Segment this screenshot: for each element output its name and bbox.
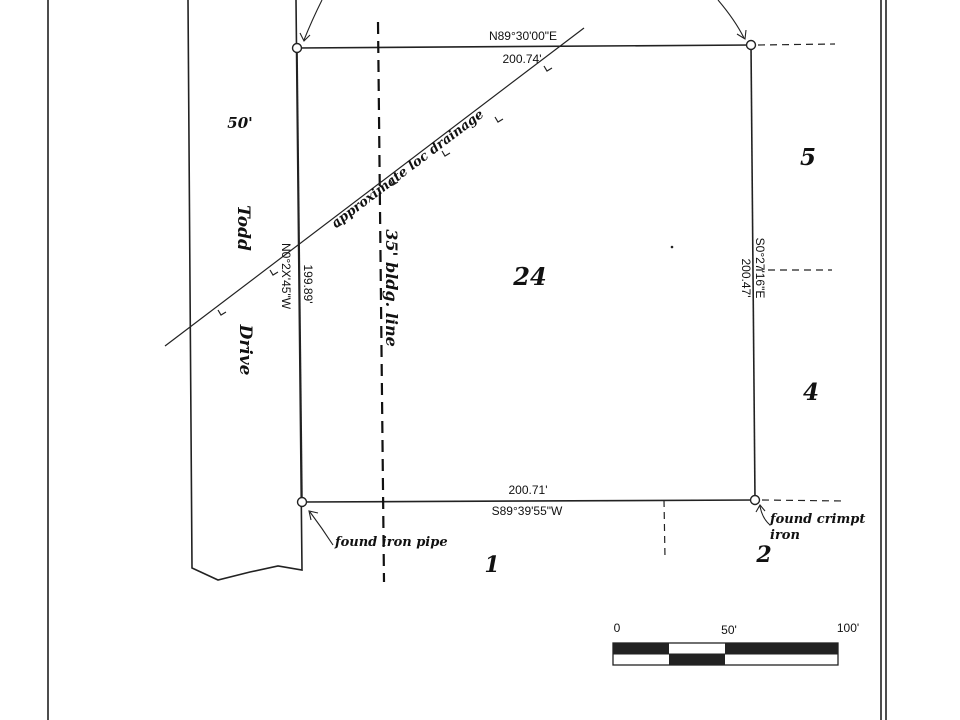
south-bearing: S89°39'55"W — [492, 504, 563, 518]
east-bearing: S0°27'16"E — [753, 238, 767, 299]
sheet-border — [47, 0, 887, 720]
north-distance: 200.74' — [503, 52, 542, 66]
road-name-drive: Drive — [235, 324, 255, 376]
road-width-label: 50' — [227, 114, 252, 132]
east-distance: 200.47' — [739, 259, 753, 298]
found-crimpt-iron-label: iron — [770, 528, 800, 543]
corner-se — [749, 494, 761, 506]
scale-label-100: 100' — [837, 621, 859, 635]
scale-bar: 0 50' 100' — [612, 621, 859, 666]
west-distance: 199.89' — [301, 265, 315, 304]
corner-ne — [745, 39, 757, 51]
lot-number-1: 1 — [484, 552, 499, 578]
scale-label-50: 50' — [721, 623, 737, 637]
found-crimpt-label: found crimpt — [769, 512, 865, 527]
corner-nw — [291, 42, 303, 54]
leader-arrows — [299, 0, 771, 546]
south-distance: 200.71' — [509, 483, 548, 497]
north-bearing: N89°30'00"E — [489, 29, 557, 43]
adjoining-lot-lines — [663, 43, 846, 559]
building-line-label: 35' bldg. line — [382, 229, 401, 346]
west-bearing: N0°2X'45"W — [279, 243, 293, 310]
road-outline — [187, 0, 303, 581]
found-iron-pipe-label: found iron pipe — [334, 535, 448, 550]
lot-number-main: 24 — [512, 262, 546, 291]
building-setback-line — [376, 21, 386, 583]
lot-number-2: 2 — [755, 542, 771, 568]
drainage-line — [164, 27, 585, 347]
road-name-todd: Todd — [233, 205, 253, 251]
drainage-label: approximate loc drainage — [329, 107, 487, 231]
corner-monuments — [291, 39, 761, 508]
scale-label-0: 0 — [614, 621, 621, 635]
center-mark — [670, 245, 674, 249]
lot-number-4: 4 — [803, 379, 819, 406]
lot-number-5: 5 — [800, 144, 816, 171]
corner-sw — [296, 496, 308, 508]
lot-boundary — [296, 44, 756, 503]
